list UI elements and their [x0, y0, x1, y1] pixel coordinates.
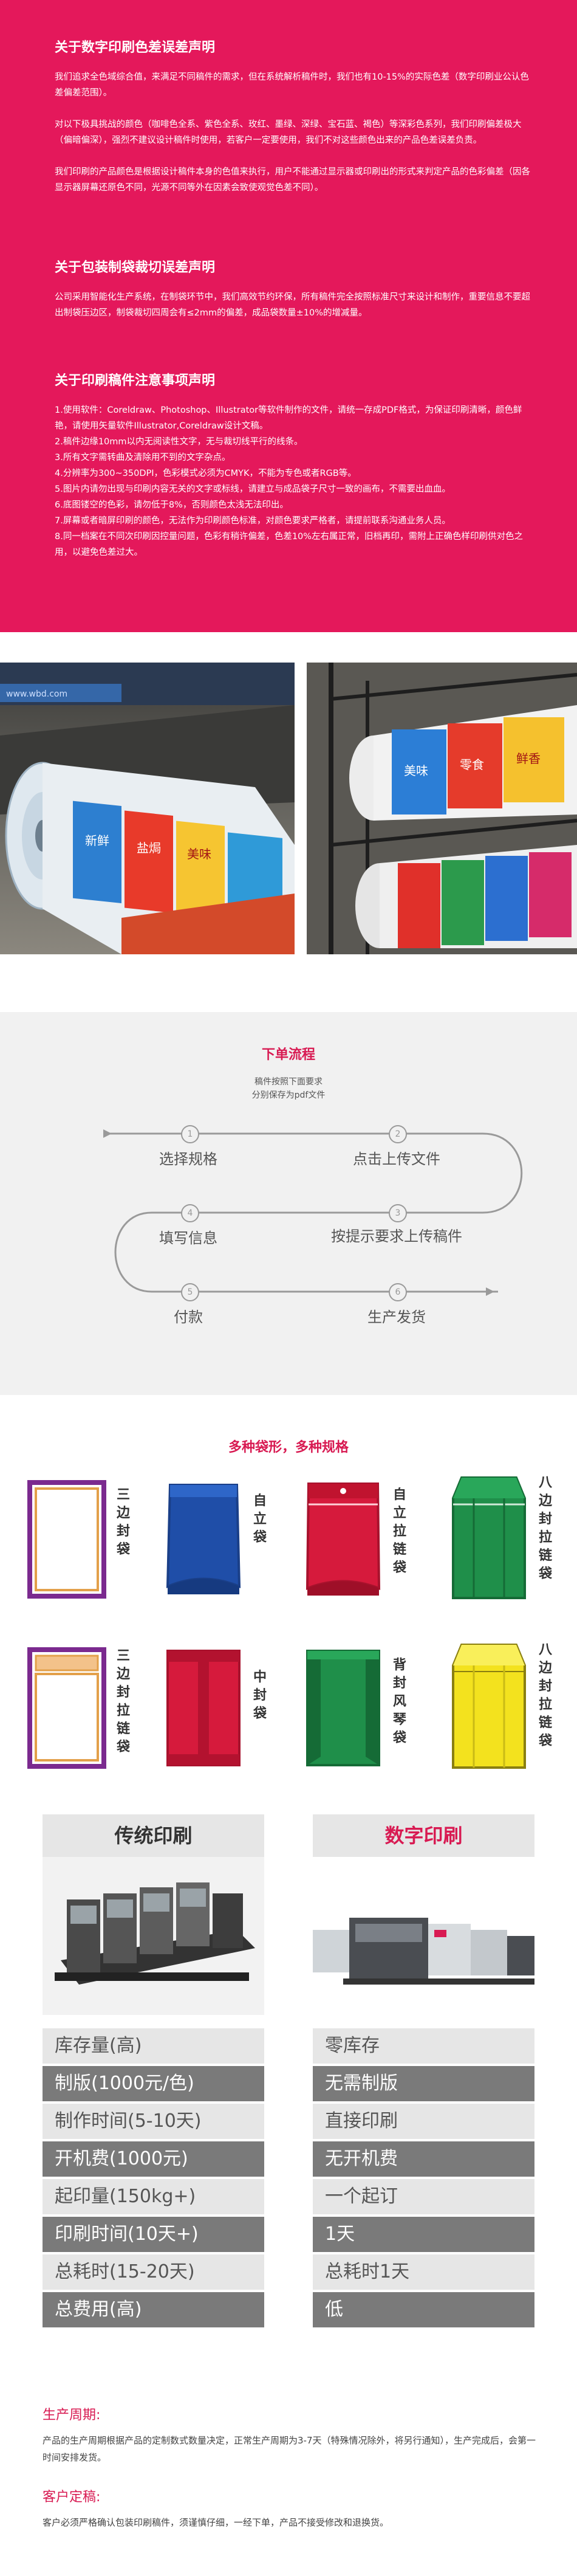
bag-eight-side-zipper-icon [452, 1476, 526, 1599]
production-cycle-title: 生产周期: [43, 2408, 101, 2423]
flow-step-1-label: 选择规格 [159, 1151, 217, 1168]
bag-eight-side-zipper-yellow-icon [452, 1644, 526, 1769]
product-photos: www.wbd.com 新鲜 盐焗 美味 [0, 663, 577, 954]
color-bias-p3: 我们印刷的产品颜色是根据设计稿件本身的色值来执行，用户不能通过显示器或印刷出的形… [55, 167, 530, 193]
production-cycle-block: 生产周期: 产品的生产周期根据产品的定制数式数量决定，正常生产周期为3-7天（特… [43, 2404, 541, 2466]
bag-label-3: 自立拉链袋 [392, 1487, 406, 1576]
digital-row-4: 无开机费 [313, 2141, 534, 2177]
digital-press-illustration [313, 1857, 534, 2015]
bag-types-section: 多种袋形，多种规格 三边封袋 自立袋 自立拉链袋 八边封拉链 [0, 1395, 577, 1796]
flow-step-3-label: 按提示要求上传稿件 [331, 1228, 462, 1245]
flow-step-4-label: 填写信息 [159, 1230, 217, 1247]
bag-label-2: 自立袋 [253, 1493, 267, 1545]
customer-confirm-block: 客户定稿: 客户必须严格确认包装印刷稿件，须谨慎仔细，一经下单，产品不接受修改和… [43, 2486, 541, 2531]
file-note-3: 3.所有文字需转曲及清除用不到的文字杂点。 [55, 453, 231, 463]
order-flow-section: 下单流程 稿件按照下面要求 分别保存为pdf文件 1 选择规格 2 点击上传文件… [0, 1012, 577, 1395]
digital-row-7: 总耗时1天 [313, 2254, 534, 2290]
digital-row-1: 零库存 [313, 2028, 534, 2064]
traditional-print-title: 传统印刷 [43, 1814, 264, 1857]
flow-step-1-number: 1 [181, 1125, 199, 1143]
print-compare-section: 传统印刷 数字印刷 [0, 1796, 577, 2392]
file-note-7: 7.屏幕或者暗屏印刷的颜色，无法作为印刷颜色标准，对颜色要求严格者，请提前联系沟… [55, 516, 451, 526]
bag-three-side-seal-icon [27, 1480, 106, 1599]
file-notes-title: 关于印刷稿件注意事项声明 [55, 373, 216, 388]
bag-label-5: 三边封拉链袋 [116, 1648, 130, 1755]
bag-label-6: 中封袋 [253, 1670, 267, 1721]
color-bias-title: 关于数字印刷色差误差声明 [55, 40, 216, 55]
traditional-row-6: 印刷时间(10天+) [43, 2217, 264, 2252]
digital-print-title: 数字印刷 [313, 1814, 534, 1857]
color-bias-p1: 我们追求全色域综合值，来满足不同稿件的需求，但在系统解析稿件时，我们也有10-1… [55, 72, 529, 98]
photo-right-print-2: 零食 [460, 757, 484, 772]
printed-rack-illustration: 美味 零食 鲜香 [307, 663, 577, 954]
flow-step-5-label: 付款 [174, 1309, 203, 1326]
traditional-row-1: 库存量(高) [43, 2028, 264, 2064]
traditional-row-5: 起印量(150kg+) [43, 2179, 264, 2214]
flow-step-3-number: 3 [389, 1204, 407, 1222]
customer-confirm-text: 客户必须严格确认包装印刷稿件，须谨慎仔细，一经下单，产品不接受修改和退换货。 [43, 2517, 389, 2528]
file-notes-block: 关于印刷稿件注意事项声明 1.使用软件：Coreldraw、Photoshop、… [55, 370, 534, 560]
flow-subtitle-2: 分别保存为pdf文件 [251, 1090, 326, 1100]
photo-left-print-1: 新鲜 [85, 833, 109, 848]
flow-step-2-number: 2 [389, 1125, 407, 1143]
flow-step-5-number: 5 [181, 1283, 199, 1301]
cut-bias-block: 关于包装制袋裁切误差声明 公司采用智能化生产系统，在制袋环节中，我们高效节约环保… [55, 257, 534, 321]
traditional-row-4: 开机费(1000元) [43, 2141, 264, 2177]
bag-label-4: 八边封拉链袋 [538, 1475, 552, 1582]
flow-title: 下单流程 [261, 1047, 315, 1062]
flow-step-4-number: 4 [181, 1204, 199, 1222]
digital-row-3: 直接印刷 [313, 2104, 534, 2139]
traditional-row-3: 制作时间(5-10天) [43, 2104, 264, 2139]
printed-rack-photo: 美味 零食 鲜香 [307, 663, 577, 954]
photo-left-print-2: 盐焗 [137, 841, 161, 855]
digital-row-5: 一个起订 [313, 2179, 534, 2214]
offset-press-illustration [43, 1857, 264, 2015]
file-note-2: 2.稿件边缘10mm以内无阅读性文字，无与裁切线平行的线条。 [55, 437, 303, 447]
bag-label-7: 背封风琴袋 [392, 1658, 406, 1746]
traditional-row-2: 制版(1000元/色) [43, 2066, 264, 2101]
flow-path [103, 1129, 523, 1296]
bag-label-1: 三边封袋 [116, 1487, 130, 1557]
file-note-8: 8.同一档案在不同次印刷因控量问题，色彩有稍许偏差，色差10%左右属正常，旧档再… [55, 532, 524, 557]
color-bias-p2: 对以下极具挑战的颜色（咖啡色全系、紫色全系、玫红、墨绿、深绿、宝石蓝、褐色）等深… [55, 120, 522, 145]
digital-press-image [313, 1857, 534, 2015]
file-note-1: 1.使用软件：Coreldraw、Photoshop、Illustrator等软… [55, 405, 522, 431]
digital-row-6: 1天 [313, 2217, 534, 2252]
photo-left-site-text: www.wbd.com [6, 689, 67, 699]
production-cycle-text: 产品的生产周期根据产品的定制数式数量决定，正常生产周期为3-7天（特殊情况除外，… [43, 2435, 536, 2463]
bags-title: 多种袋形，多种规格 [228, 1440, 349, 1455]
cut-bias-p1: 公司采用智能化生产系统，在制袋环节中，我们高效节约环保，所有稿件完全按照标准尺寸… [55, 292, 530, 318]
traditional-row-7: 总耗时(15-20天) [43, 2254, 264, 2290]
printed-roll-photo: www.wbd.com 新鲜 盐焗 美味 [0, 663, 295, 954]
traditional-row-8: 总费用(高) [43, 2292, 264, 2327]
digital-row-8: 低 [313, 2292, 534, 2327]
color-bias-block: 关于数字印刷色差误差声明 我们追求全色域综合值，来满足不同稿件的需求，但在系统解… [55, 36, 534, 196]
file-note-4: 4.分辨率为300~350DPI，色彩模式必须为CMYK，不能为专色或者RGB等… [55, 469, 357, 478]
photo-left-print-3: 美味 [187, 847, 211, 861]
photo-right-print-1: 美味 [404, 763, 428, 778]
flow-step-6-number: 6 [389, 1283, 407, 1301]
file-note-6: 6.底图镂空的色彩，请勿低于8%，否则颜色太浅无法印出。 [55, 500, 288, 510]
flow-step-6-label: 生产发货 [367, 1309, 426, 1326]
traditional-press-image [43, 1857, 264, 2015]
photo-right-print-3: 鲜香 [516, 751, 541, 766]
printed-roll-illustration: www.wbd.com 新鲜 盐焗 美味 [0, 663, 295, 954]
bag-three-side-zipper-icon [27, 1647, 106, 1769]
cut-bias-title: 关于包装制袋裁切误差声明 [55, 260, 216, 275]
flow-step-2-label: 点击上传文件 [353, 1151, 440, 1168]
notice-section: 关于数字印刷色差误差声明 我们追求全色域综合值，来满足不同稿件的需求，但在系统解… [0, 0, 577, 632]
flow-subtitle-1: 稿件按照下面要求 [254, 1077, 323, 1087]
bag-back-seal-gusset-icon [306, 1650, 380, 1766]
bag-center-seal-icon [166, 1650, 241, 1766]
digital-row-2: 无需制版 [313, 2066, 534, 2101]
bag-stand-up-icon [166, 1484, 241, 1594]
bag-label-8: 八边封拉链袋 [538, 1642, 552, 1749]
file-note-5: 5.图片内请勿出现与印刷内容无关的文字或标线，请建立与成品袋子尺寸一致的画布，不… [55, 484, 451, 494]
customer-confirm-title: 客户定稿: [43, 2490, 101, 2505]
bag-stand-up-zipper-icon [306, 1483, 381, 1596]
